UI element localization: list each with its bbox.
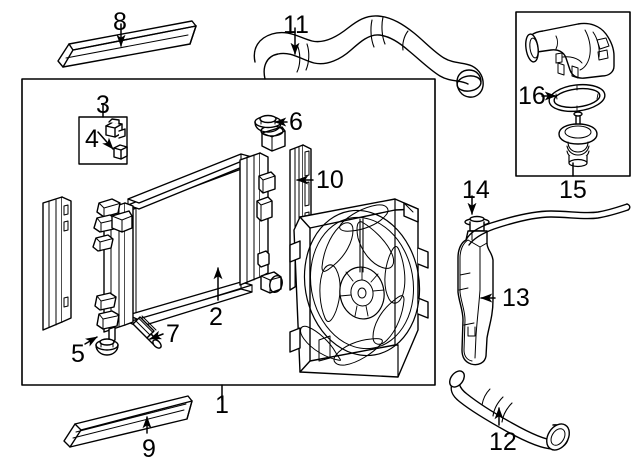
callout-1[interactable]: 1 [215, 391, 229, 419]
reservoir-cap [464, 215, 490, 232]
leader-5 [84, 336, 98, 347]
leader-7 [149, 330, 164, 340]
thermostat-valve [558, 111, 598, 168]
leader-lines [84, 23, 574, 434]
thermostat-housing [525, 22, 615, 79]
callout-11[interactable]: 11 [283, 11, 309, 39]
overflow-tube [465, 203, 631, 246]
callout-5[interactable]: 5 [71, 340, 85, 368]
callout-8[interactable]: 8 [113, 8, 127, 36]
thermostat-seal-o-ring [548, 83, 606, 113]
callout-15[interactable]: 15 [559, 176, 587, 204]
callout-7[interactable]: 7 [166, 320, 180, 348]
callout-13[interactable]: 13 [502, 284, 530, 312]
callout-14[interactable]: 14 [462, 176, 490, 204]
isolator-clip-small [113, 144, 128, 160]
mounting-bolt [132, 315, 162, 349]
callout-16[interactable]: 16 [518, 82, 546, 110]
lower-radiator-hose [449, 370, 570, 451]
callout-10[interactable]: 10 [316, 166, 344, 194]
lower-air-seal-strip [63, 395, 193, 448]
isolator-clip-large [105, 118, 126, 139]
left-air-baffle [42, 196, 72, 331]
upper-radiator-hose [253, 15, 484, 98]
upper-air-seal-strip [57, 20, 197, 68]
callout-6[interactable]: 6 [289, 108, 303, 136]
callout-12[interactable]: 12 [489, 428, 517, 456]
callout-2[interactable]: 2 [209, 303, 223, 331]
callout-3[interactable]: 3 [96, 91, 110, 119]
callout-4[interactable]: 4 [85, 125, 99, 153]
callout-9[interactable]: 9 [142, 435, 156, 463]
cooling-fan-shroud-assembly [289, 198, 429, 378]
leader-4 [97, 131, 114, 150]
radiator-core [92, 125, 286, 343]
coolant-recovery-reservoir [457, 230, 494, 366]
